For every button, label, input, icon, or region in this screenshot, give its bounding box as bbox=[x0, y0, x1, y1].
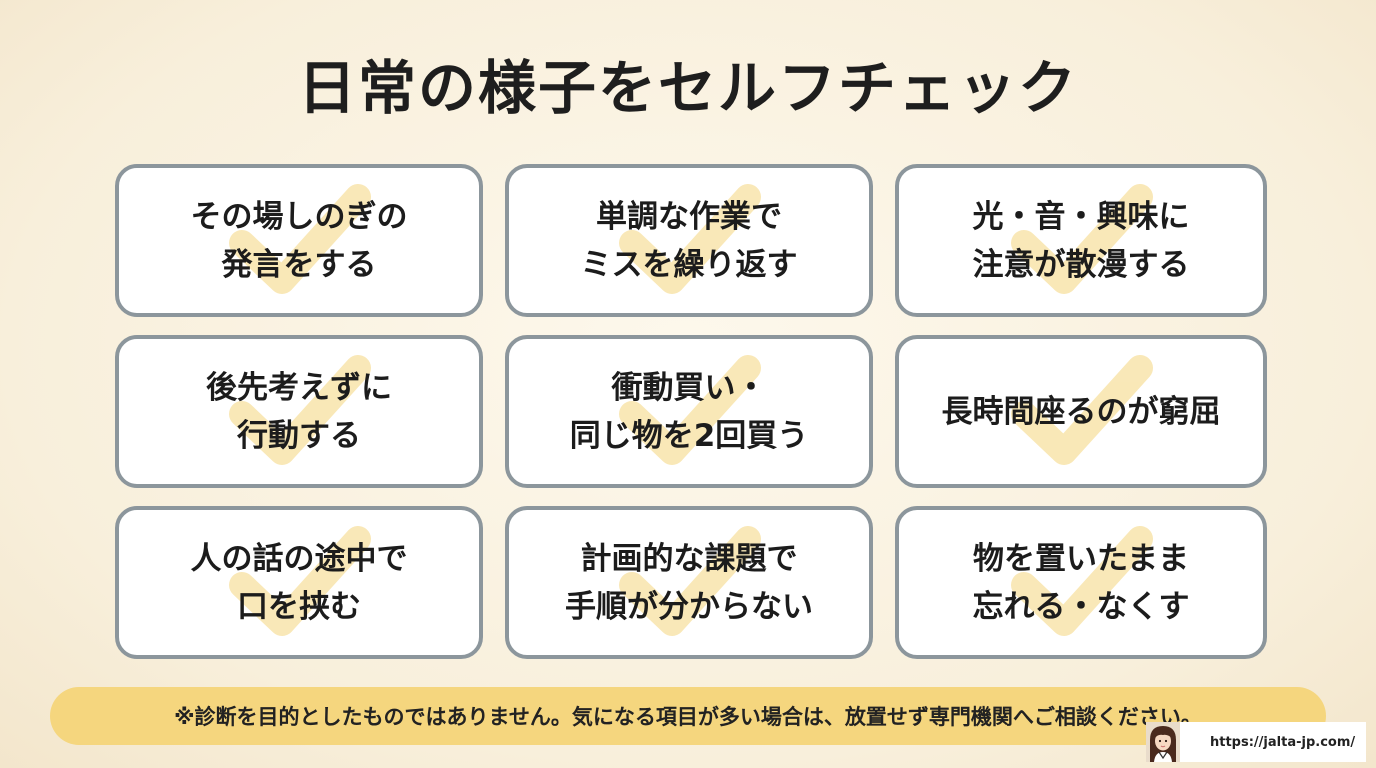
card-text: 計画的な課題で 手順が分からない bbox=[565, 535, 813, 631]
card-line-2: 行動する bbox=[237, 417, 361, 454]
card-line-1: 衝動買い・ bbox=[611, 369, 767, 406]
check-card-8: 計画的な課題で 手順が分からない bbox=[505, 506, 873, 659]
check-card-9: 物を置いたまま 忘れる・なくす bbox=[895, 506, 1267, 659]
card-line-1: 後先考えずに bbox=[206, 369, 392, 406]
checkmark-icon bbox=[229, 354, 371, 465]
checklist-grid: その場しのぎの 発言をする 単調な作業で ミスを繰り返す 光・音・興味に 注意が… bbox=[115, 164, 1275, 659]
checkmark-icon bbox=[619, 354, 761, 465]
checkmark-icon bbox=[1011, 183, 1153, 294]
card-text: 人の話の途中で 口を挟む bbox=[191, 535, 408, 631]
card-line-1: 物を置いたまま bbox=[972, 540, 1190, 577]
checkmark-icon bbox=[619, 525, 761, 636]
card-line-2: ミスを繰り返す bbox=[580, 246, 798, 283]
card-text: 長時間座るのが窮屈 bbox=[942, 388, 1221, 436]
page-title: 日常の様子をセルフチェック bbox=[297, 54, 1078, 122]
checkmark-icon bbox=[229, 183, 371, 294]
check-card-2: 単調な作業で ミスを繰り返す bbox=[505, 164, 873, 317]
disclaimer-banner: ※診断を目的としたものではありません。気になる項目が多い場合は、放置せず専門機関… bbox=[50, 687, 1326, 745]
card-line-2: 手順が分からない bbox=[565, 588, 813, 625]
card-line-2: 忘れる・なくす bbox=[972, 588, 1190, 625]
checkmark-icon bbox=[1011, 354, 1153, 465]
card-line-2: 発言をする bbox=[221, 246, 377, 283]
source-url-box[interactable]: https://jalta-jp.com/ bbox=[1146, 722, 1366, 762]
card-text: 光・音・興味に 注意が散漫する bbox=[973, 193, 1190, 289]
card-line-1: 計画的な課題で bbox=[580, 540, 798, 577]
check-card-6: 長時間座るのが窮屈 bbox=[895, 335, 1267, 488]
card-text: その場しのぎの 発言をする bbox=[191, 193, 408, 289]
card-text: 物を置いたまま 忘れる・なくす bbox=[973, 535, 1190, 631]
card-line-2: 注意が散漫する bbox=[972, 246, 1190, 283]
card-line-2: 口を挟む bbox=[237, 588, 361, 625]
check-card-3: 光・音・興味に 注意が散漫する bbox=[895, 164, 1267, 317]
card-line-1: 単調な作業で bbox=[596, 198, 782, 235]
checkmark-icon bbox=[1011, 525, 1153, 636]
check-card-5: 衝動買い・ 同じ物を2回買う bbox=[505, 335, 873, 488]
card-text: 衝動買い・ 同じ物を2回買う bbox=[570, 364, 809, 460]
check-card-4: 後先考えずに 行動する bbox=[115, 335, 483, 488]
check-card-7: 人の話の途中で 口を挟む bbox=[115, 506, 483, 659]
card-line-1: 人の話の途中で bbox=[190, 540, 408, 577]
checkmark-icon bbox=[229, 525, 371, 636]
card-text: 単調な作業で ミスを繰り返す bbox=[581, 193, 798, 289]
checkmark-icon bbox=[619, 183, 761, 294]
card-line-2: 同じ物を2回買う bbox=[569, 417, 809, 454]
source-url-link[interactable]: https://jalta-jp.com/ bbox=[1210, 734, 1356, 750]
card-line-1: 光・音・興味に bbox=[972, 198, 1190, 235]
card-text: 後先考えずに 行動する bbox=[206, 364, 392, 460]
avatar-icon bbox=[1146, 722, 1180, 762]
card-line-1: その場しのぎの bbox=[190, 198, 408, 235]
card-line-1: 長時間座るのが窮屈 bbox=[941, 393, 1221, 430]
check-card-1: その場しのぎの 発言をする bbox=[115, 164, 483, 317]
